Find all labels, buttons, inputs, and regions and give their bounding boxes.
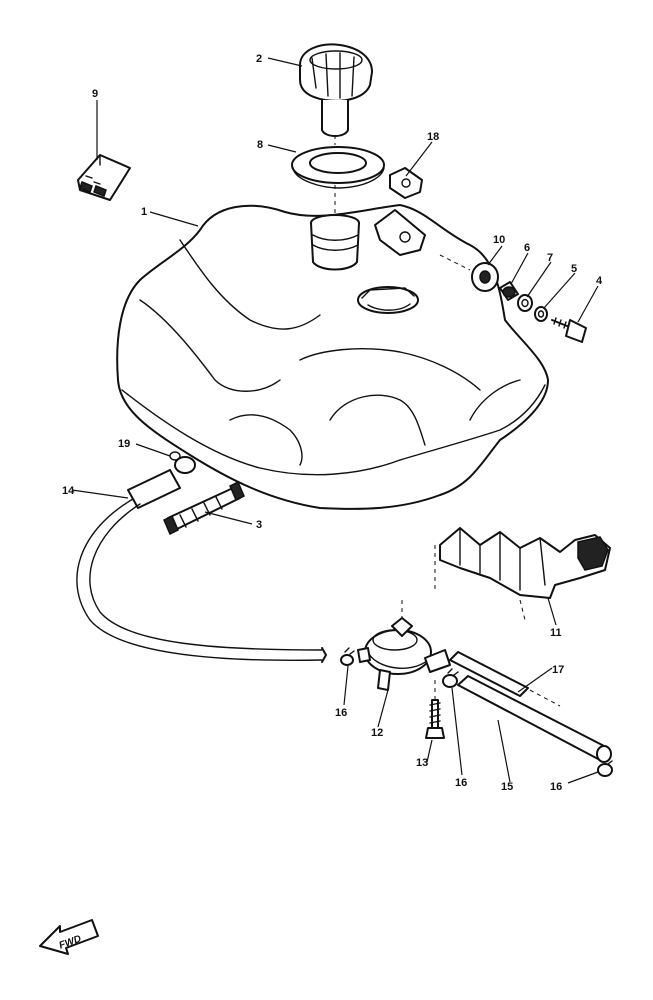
callout-9: 9 (92, 88, 98, 100)
part-washer-small (534, 306, 548, 322)
callout-1: 1 (141, 206, 147, 218)
part-fuel-hose (76, 469, 327, 663)
callout-10: 10 (493, 234, 505, 246)
part-fuel-cap (299, 43, 373, 137)
callout-15: 15 (501, 781, 513, 793)
part-vacuum-hose (449, 651, 561, 707)
callout-17: 17 (552, 664, 564, 676)
callout-5: 5 (571, 263, 577, 275)
callout-16-right: 16 (550, 781, 562, 793)
part-damper-block (77, 154, 131, 201)
leader-lines (71, 57, 599, 784)
part-fuel-filter (163, 480, 245, 536)
callout-4: 4 (596, 275, 603, 287)
part-grommet (471, 262, 499, 292)
callout-11: 11 (550, 627, 562, 639)
part-collar (499, 281, 519, 301)
part-fuel-cock (357, 617, 451, 691)
part-screw (425, 699, 445, 739)
forward-arrow-icon: FWD (39, 919, 99, 955)
callout-14: 14 (62, 485, 75, 497)
callout-19: 19 (118, 438, 130, 450)
part-hose-clip-small (169, 451, 196, 474)
callout-2: 2 (256, 53, 262, 65)
callout-7: 7 (547, 252, 553, 264)
part-drain-hose (457, 675, 612, 763)
callout-18: 18 (427, 131, 439, 143)
part-hose-clip-a (340, 647, 355, 666)
part-hose-clip-b (442, 668, 459, 688)
part-fuel-tank (116, 204, 549, 510)
part-washer-large (517, 294, 533, 312)
callout-12: 12 (371, 727, 383, 739)
part-bolt (551, 317, 587, 343)
part-heat-protector (439, 527, 611, 599)
callout-8: 8 (257, 139, 263, 151)
part-gasket (291, 146, 385, 189)
callout-16-left: 16 (335, 707, 347, 719)
callout-3: 3 (256, 519, 262, 531)
callout-6: 6 (524, 242, 530, 254)
callout-16-middle: 16 (455, 777, 467, 789)
callout-13: 13 (416, 757, 428, 769)
part-clip (389, 167, 423, 199)
